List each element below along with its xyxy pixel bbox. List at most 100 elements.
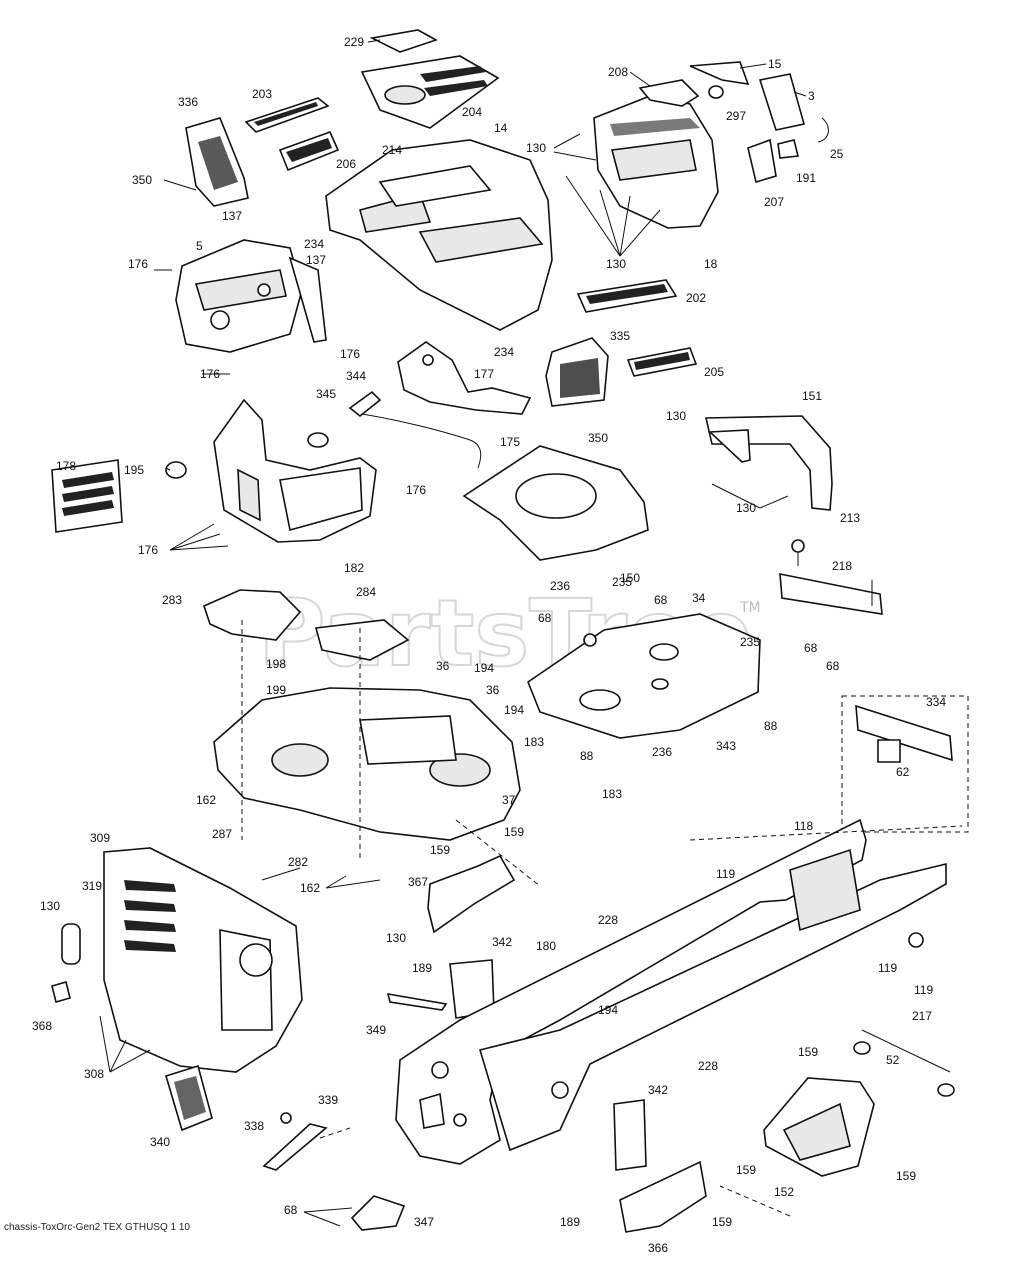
part-grille-202 [576, 279, 678, 313]
part-hood-14 [325, 139, 553, 331]
callout-62: 62 [896, 765, 910, 779]
callout-18: 18 [704, 257, 718, 271]
callout-68c: 68 [804, 641, 818, 655]
part-lever-339 [262, 1112, 328, 1171]
callout-130a: 130 [526, 141, 546, 155]
callout-159a: 159 [504, 825, 524, 839]
callout-119a: 119 [716, 867, 735, 881]
callout-180: 180 [536, 939, 556, 953]
callout-236a: 236 [550, 579, 570, 593]
callout-119b: 119 [878, 961, 897, 975]
part-fender-283 [203, 589, 302, 641]
part-340 [165, 1064, 213, 1132]
callout-342a: 342 [492, 935, 512, 949]
callout-119c: 119 [914, 983, 933, 997]
callout-235a: 235 [612, 575, 632, 589]
part-hood-cap [360, 29, 500, 129]
callout-159f: 159 [712, 1215, 732, 1229]
callout-159b: 159 [430, 843, 450, 857]
callout-350a: 350 [132, 173, 152, 187]
callout-37: 37 [502, 793, 516, 807]
part-bracket-342b [613, 1099, 707, 1233]
callout-234b: 234 [494, 345, 514, 359]
callout-159d: 159 [736, 1163, 756, 1177]
callout-130e: 130 [40, 899, 60, 913]
callout-235b: 235 [740, 635, 760, 649]
callout-343: 343 [716, 739, 736, 753]
callout-207: 207 [764, 195, 784, 209]
callout-345: 345 [316, 387, 336, 401]
part-grille-206 [278, 130, 340, 172]
callout-340: 340 [150, 1135, 170, 1149]
callout-287: 287 [212, 827, 232, 841]
callout-25: 25 [830, 147, 844, 161]
callout-14: 14 [494, 121, 508, 135]
callout-191: 191 [796, 171, 816, 185]
part-front-grille-309 [103, 847, 303, 1073]
part-195 [165, 461, 187, 479]
callout-284: 284 [356, 585, 376, 599]
part-grille-205 [626, 347, 698, 377]
watermark-tm: TM [739, 600, 761, 616]
part-front-182 [213, 398, 377, 543]
callout-3: 3 [808, 89, 815, 103]
callout-319: 319 [82, 879, 102, 893]
callout-178: 178 [56, 459, 76, 473]
callout-182: 182 [344, 561, 364, 575]
callout-282: 282 [288, 855, 308, 869]
part-fender-37 [213, 687, 521, 841]
callout-336: 336 [178, 95, 198, 109]
callout-194b: 194 [504, 703, 524, 717]
callout-309: 309 [90, 831, 110, 845]
callout-338: 338 [244, 1119, 264, 1133]
callout-labels: 229 204 208 15 3 336 203 214 14 130 297 … [32, 35, 946, 1255]
part-frame-180 [395, 818, 947, 1165]
callout-368: 368 [32, 1019, 52, 1033]
callout-68b: 68 [538, 611, 552, 625]
callout-199: 199 [266, 683, 286, 697]
callout-229: 229 [344, 35, 364, 49]
callout-203: 203 [252, 87, 272, 101]
callout-213: 213 [840, 511, 860, 525]
part-tray-150 [462, 445, 649, 561]
callout-218: 218 [832, 559, 852, 573]
callout-137b: 137 [306, 253, 326, 267]
part-deck-34 [527, 613, 761, 739]
part-panel-336 [185, 117, 249, 207]
callout-5: 5 [196, 239, 203, 253]
callout-leaders [99, 39, 807, 1227]
part-284 [314, 619, 410, 661]
callout-202: 202 [686, 291, 706, 305]
callout-308: 308 [84, 1067, 104, 1081]
part-368 [51, 981, 71, 1003]
callout-195: 195 [124, 463, 144, 477]
callout-34: 34 [692, 591, 706, 605]
callout-189b: 189 [560, 1215, 580, 1229]
callout-183a: 183 [524, 735, 544, 749]
part-grille-178 [51, 459, 123, 533]
callout-205: 205 [704, 365, 724, 379]
callout-347: 347 [414, 1215, 434, 1229]
callout-208: 208 [608, 65, 628, 79]
callout-152: 152 [774, 1185, 794, 1199]
callout-228b: 228 [698, 1059, 718, 1073]
callout-342b: 342 [648, 1083, 668, 1097]
callout-189a: 189 [412, 961, 432, 975]
callout-68d: 68 [826, 659, 840, 673]
callout-206: 206 [336, 157, 356, 171]
callout-15: 15 [768, 57, 782, 71]
part-bracket-367 [427, 854, 516, 934]
part-grille-203 [244, 97, 330, 133]
callout-162a: 162 [196, 793, 216, 807]
callout-176b: 176 [340, 347, 360, 361]
callout-130c: 130 [666, 409, 686, 423]
callout-183b: 183 [602, 787, 622, 801]
part-bracket-342a [386, 959, 495, 1019]
callout-88a: 88 [764, 719, 778, 733]
callout-214: 214 [382, 143, 402, 157]
part-panel-335 [545, 337, 609, 407]
footer-code: chassis-ToxOrc-Gen2 TEX GTHUSQ 1 10 [4, 1222, 190, 1233]
callout-297: 297 [726, 109, 746, 123]
callout-159c: 159 [798, 1045, 818, 1059]
